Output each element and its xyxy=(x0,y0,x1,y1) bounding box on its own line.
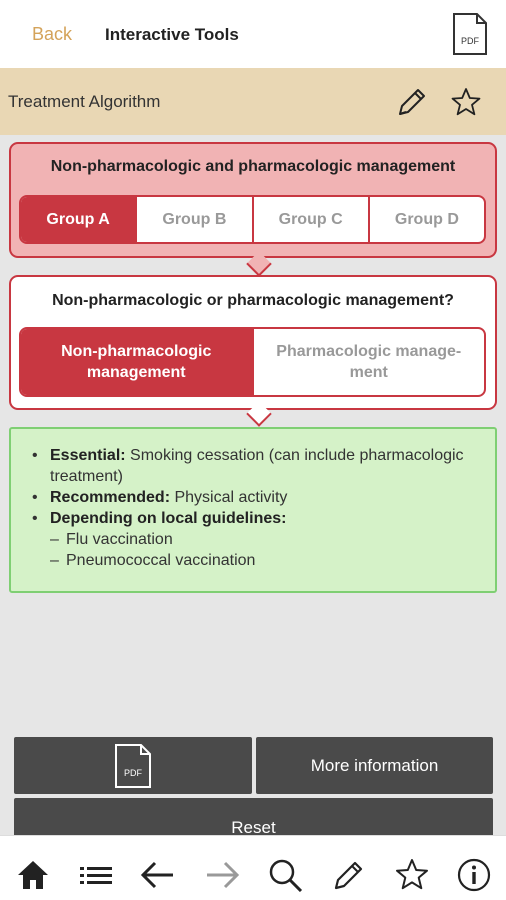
group-c-button[interactable]: Group C xyxy=(254,197,370,242)
list-icon[interactable] xyxy=(78,858,114,892)
result-item: Depending on local guidelines: xyxy=(32,508,472,529)
pdf-icon[interactable]: PDF xyxy=(452,12,488,56)
pharmacologic-button[interactable]: Pharmacologic manage-ment xyxy=(276,343,462,381)
section-header: Treatment Algorithm xyxy=(0,68,506,135)
group-selector: Group A Group B Group C Group D xyxy=(19,195,486,244)
management-selector: Non-pharmacologic management Pharmacolog… xyxy=(19,327,486,397)
home-icon[interactable] xyxy=(16,858,50,892)
group-a-button[interactable]: Group A xyxy=(21,197,138,242)
result-item-label: Depending on local guidelines: xyxy=(50,510,287,527)
result-subitem: Flu vaccination xyxy=(32,529,472,550)
bottom-nav xyxy=(0,835,506,900)
group-b-button[interactable]: Group B xyxy=(137,197,254,242)
search-icon[interactable] xyxy=(268,858,304,892)
result-subitem: Pneumococcal vaccination xyxy=(32,550,472,571)
result-item-label: Recommended: xyxy=(50,489,171,506)
star-icon[interactable] xyxy=(450,86,482,118)
back-button[interactable]: Back xyxy=(32,24,73,44)
section-title: Treatment Algorithm xyxy=(8,92,161,111)
result-item-text: Smoking cessation (can include pharmacol… xyxy=(50,447,464,485)
result-item: Essential: Smoking cessation (can includ… xyxy=(32,445,472,487)
arrow-right-icon[interactable] xyxy=(204,858,240,892)
result-item-label: Essential: xyxy=(50,447,126,464)
top-bar: Back Interactive Tools PDF xyxy=(0,0,506,68)
arrow-left-icon[interactable] xyxy=(140,858,176,892)
step1-question: Non-pharmacologic and pharmacologic mana… xyxy=(50,158,456,175)
pencil-icon[interactable] xyxy=(396,86,428,118)
page-title: Interactive Tools xyxy=(105,25,239,44)
pdf-icon: PDF xyxy=(115,743,151,788)
pdf-button[interactable]: PDF xyxy=(14,737,252,794)
pencil-icon[interactable] xyxy=(332,858,366,892)
result-list: Essential: Smoking cessation (can includ… xyxy=(32,445,472,571)
pdf-icon-label: PDF xyxy=(461,36,480,46)
non-pharmacologic-button[interactable]: Non-pharmacologic management xyxy=(21,329,254,395)
group-d-button[interactable]: Group D xyxy=(394,210,459,228)
more-information-button[interactable]: More information xyxy=(256,737,493,794)
step2-question: Non-pharmacologic or pharmacologic manag… xyxy=(52,292,454,309)
result-item-text: Physical activity xyxy=(170,489,288,506)
result-item: Recommended: Physical activity xyxy=(32,487,472,508)
info-icon[interactable] xyxy=(456,858,492,892)
pdf-button-label: PDF xyxy=(124,768,143,778)
star-icon[interactable] xyxy=(394,858,430,892)
